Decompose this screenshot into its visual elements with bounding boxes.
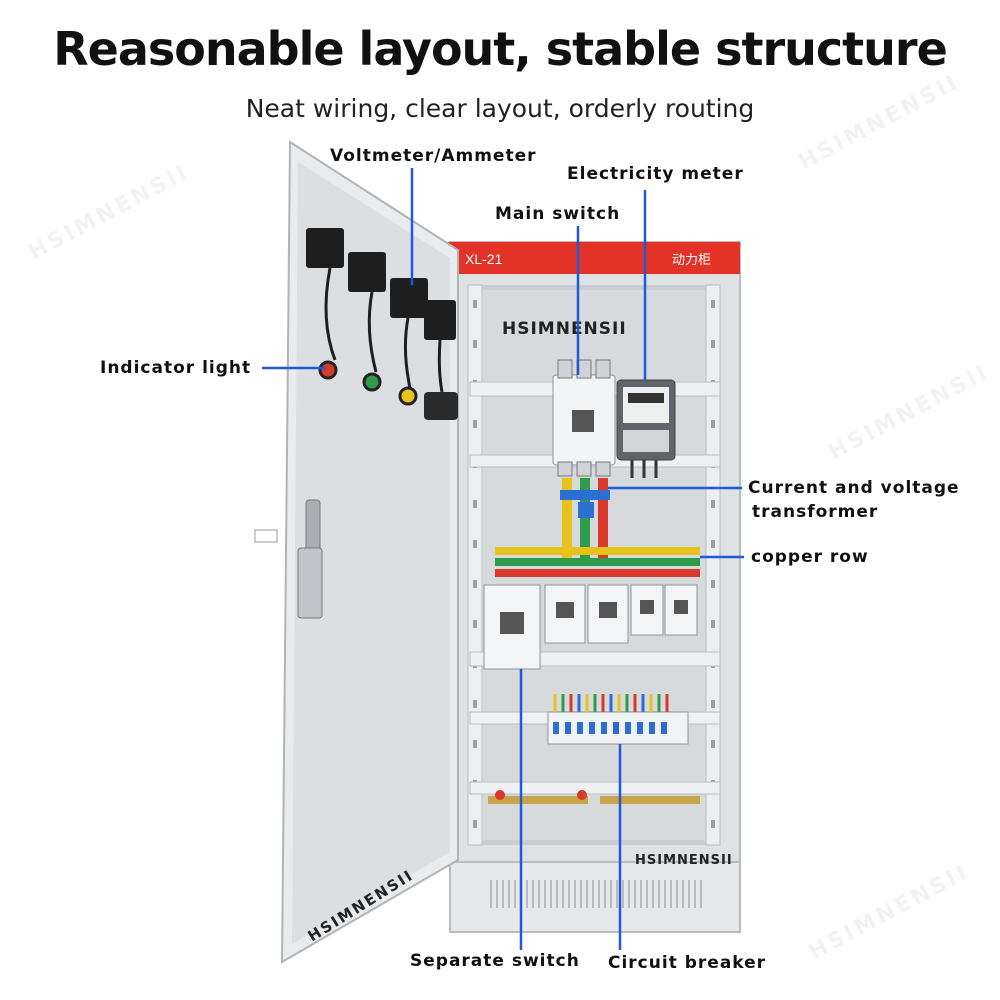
model-label: XL-21: [465, 251, 503, 267]
callout-indicator-light: Indicator light: [100, 358, 252, 378]
indicator-lights: [318, 360, 458, 420]
door-wiring: [324, 267, 444, 393]
copper-row: [495, 547, 700, 577]
main-switch: [552, 359, 616, 477]
type-label: 动力柜: [672, 253, 711, 268]
door-meters: [306, 228, 456, 340]
callout-circuit-breaker: Circuit breaker: [608, 953, 767, 973]
callout-transformer-line1: Current and voltage: [748, 478, 960, 498]
leader-lines: [262, 168, 744, 950]
cabinet-header-strip: XL-21 动力柜: [445, 242, 740, 274]
electricity-meter: [616, 379, 676, 478]
terminal-bars: [488, 790, 700, 804]
callout-transformer-line2: transformer: [752, 502, 879, 522]
page-title: Reasonable layout, stable structure: [53, 22, 948, 76]
callout-copper-row: copper row: [751, 547, 869, 567]
page-subtitle: Neat wiring, clear layout, orderly routi…: [245, 94, 755, 123]
circuit-breaker-row: [547, 694, 689, 745]
cabinet-door: HSIMNENSII: [254, 140, 459, 964]
base-brand-label: HSIMNENSII: [635, 853, 733, 868]
callout-voltmeter-ammeter: Voltmeter/Ammeter: [330, 146, 537, 166]
inner-brand-label: HSIMNENSII: [502, 319, 627, 339]
callout-electricity-meter: Electricity meter: [567, 164, 744, 184]
callout-main-switch: Main switch: [495, 204, 621, 224]
callout-separate-switch: Separate switch: [410, 951, 580, 971]
vertical-busbars: [560, 478, 610, 558]
separate-switches: [483, 584, 698, 670]
